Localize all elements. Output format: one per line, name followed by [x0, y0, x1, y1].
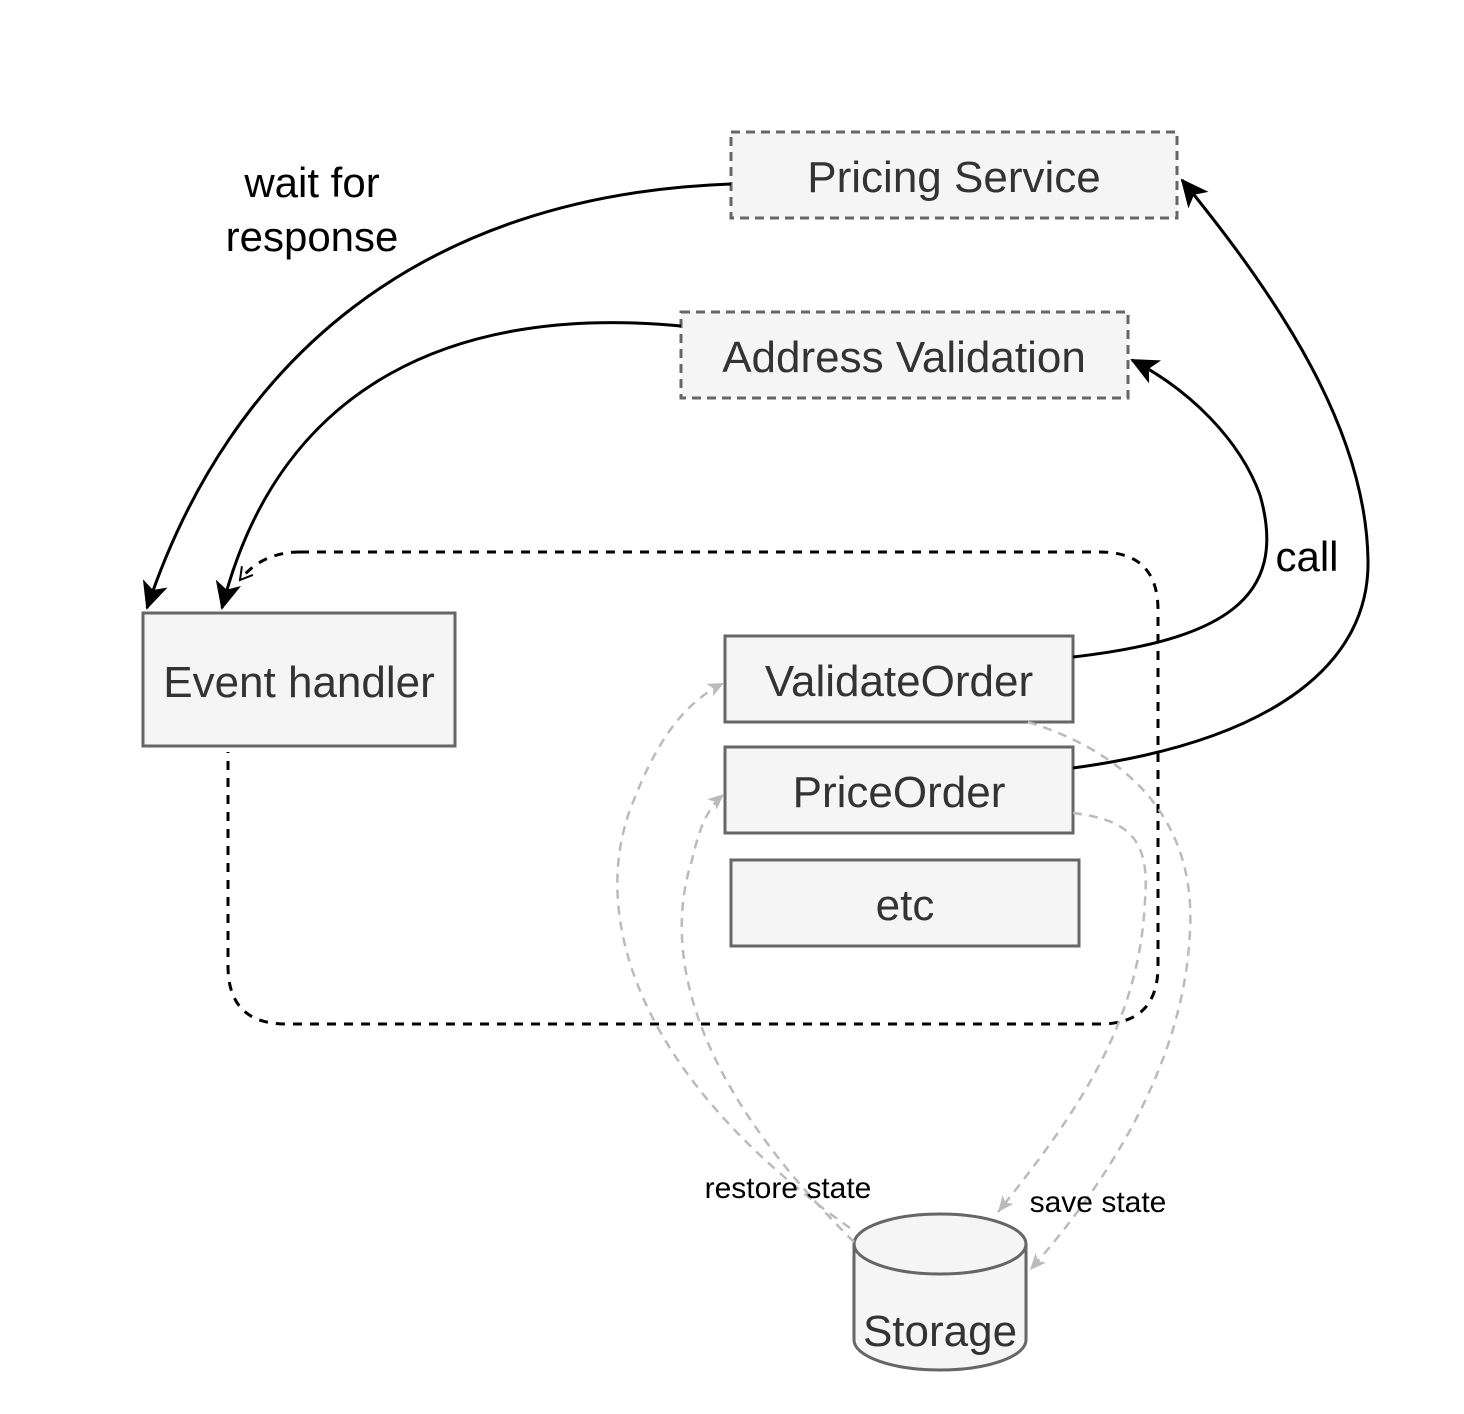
restore-state-arrow-price — [680, 793, 855, 1243]
validate-order-node[interactable]: ValidateOrder — [723, 634, 1075, 724]
validate-order-label: ValidateOrder — [765, 657, 1033, 706]
save-state-arrow-price — [997, 811, 1147, 1213]
address-validation-label: Address Validation — [722, 333, 1086, 382]
price-call-arrow — [1072, 178, 1370, 770]
event-handler-label: Event handler — [163, 658, 435, 707]
wait-for-label-line2: response — [226, 213, 399, 260]
storage-node[interactable]: Storage — [852, 1212, 1028, 1372]
save-state-label: save state — [1030, 1186, 1167, 1219]
pricing-response-arrow — [142, 182, 732, 610]
pricing-service-label: Pricing Service — [807, 153, 1100, 202]
etc-node[interactable]: etc — [729, 858, 1081, 948]
etc-label: etc — [876, 881, 935, 930]
validate-call-arrow — [1072, 358, 1269, 659]
price-order-label: PriceOrder — [793, 768, 1006, 817]
address-response-arrow — [215, 321, 682, 610]
restore-state-label: restore state — [705, 1172, 872, 1205]
wait-for-label-line1: wait for — [243, 159, 379, 206]
event-handler-node[interactable]: Event handler — [141, 611, 457, 748]
storage-label: Storage — [863, 1307, 1017, 1356]
call-label: call — [1275, 533, 1338, 580]
address-validation-node[interactable]: Address Validation — [679, 310, 1130, 400]
process-boundary-arrow — [238, 550, 301, 582]
price-order-node[interactable]: PriceOrder — [723, 745, 1075, 835]
process-boundary — [226, 550, 1160, 1026]
pricing-service-node[interactable]: Pricing Service — [729, 130, 1179, 220]
restore-state-arrow-validate — [616, 681, 851, 1230]
